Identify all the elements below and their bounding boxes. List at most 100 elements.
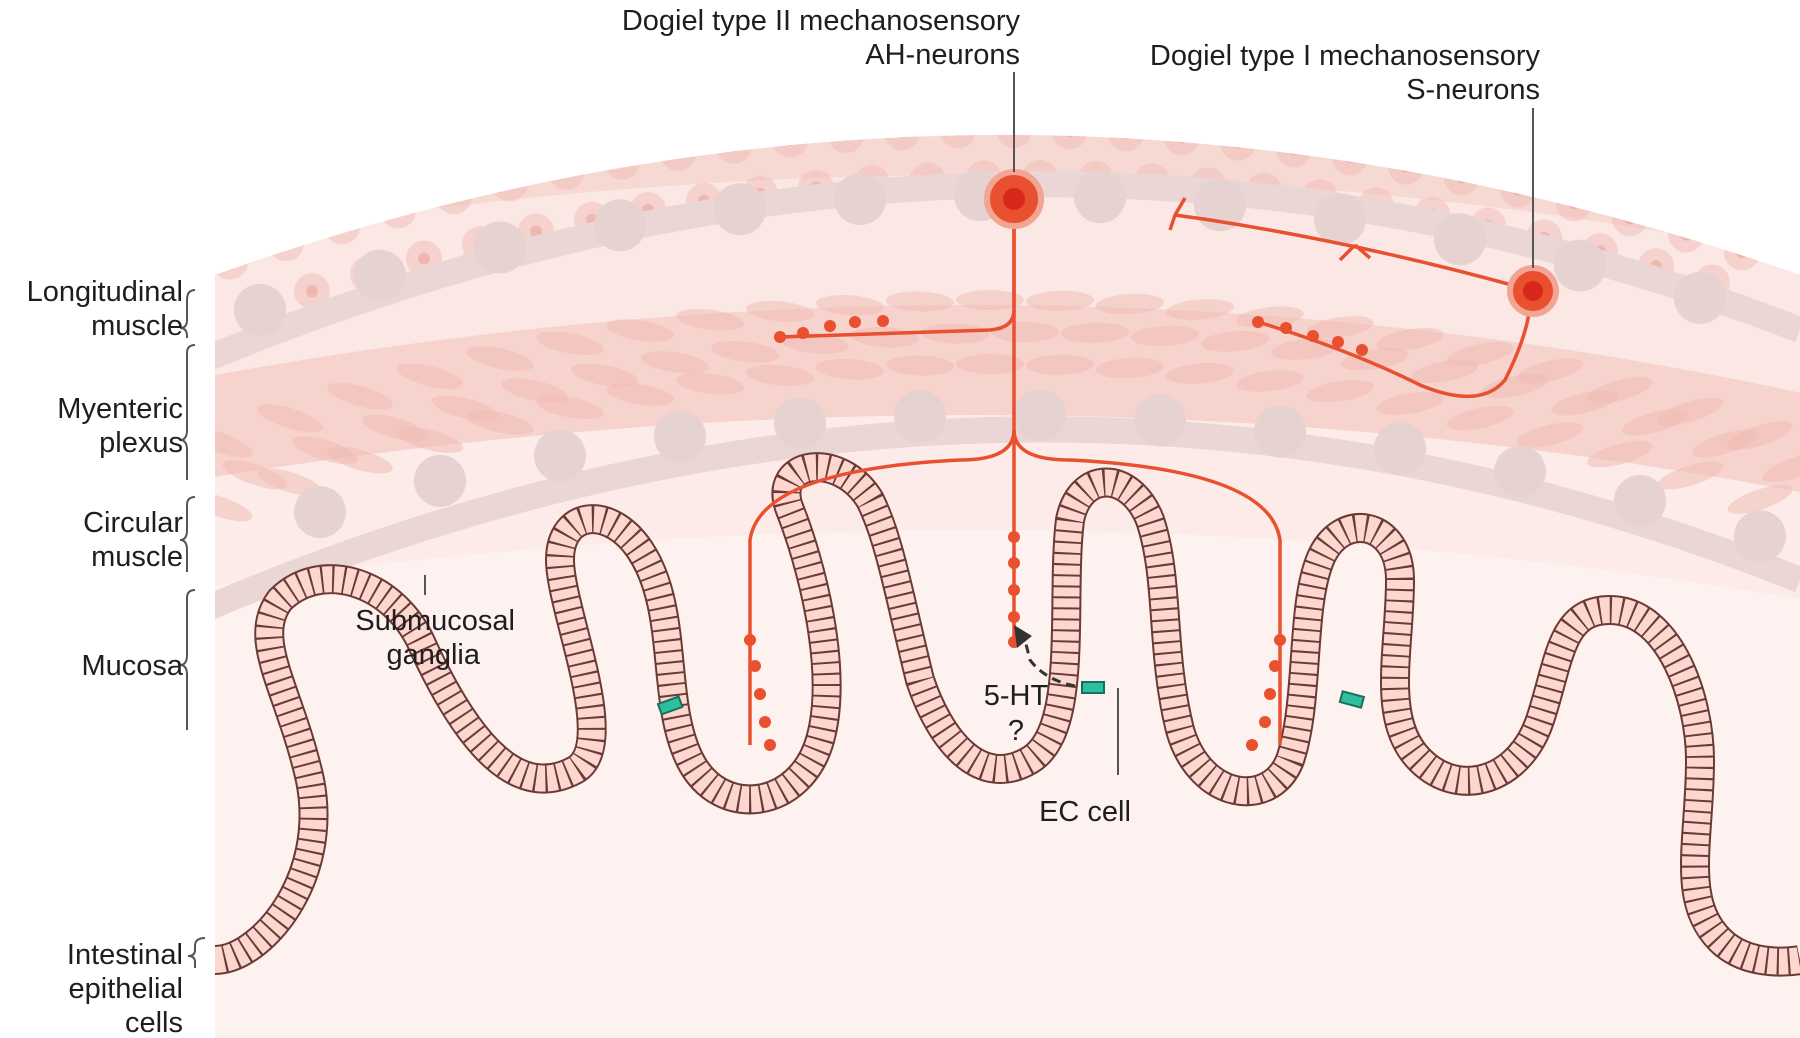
myenteric-ganglion [474, 221, 526, 274]
circular-muscle-cell [746, 300, 814, 322]
circular-muscle-cell [466, 410, 534, 435]
submucosal-ganglion [1494, 445, 1546, 498]
varicosity-dot [824, 320, 836, 332]
circular-muscle-cell [1587, 377, 1653, 404]
longitudinal-muscle-cell [1220, 135, 1256, 161]
muscle-cell-nucleus [1512, 183, 1524, 196]
ah-neurons-label-line2: AH-neurons [865, 39, 1020, 71]
varicosity-dot [1259, 716, 1271, 728]
s-neuron-dendrite-tip [1168, 197, 1187, 231]
muscle-cell-nucleus [1624, 212, 1636, 225]
ec-cell-marker [656, 695, 684, 716]
ah-neuron [748, 200, 1282, 745]
muscle-cell-nucleus [952, 135, 964, 137]
longitudinal-muscle-cell [1108, 135, 1144, 152]
muscle-cell-nucleus [530, 225, 542, 238]
myenteric-ganglion [594, 199, 646, 252]
varicosity-dot [849, 316, 861, 328]
circular-muscle-cell [1201, 331, 1269, 352]
longitudinal-muscle-cell [324, 208, 360, 245]
longitudinal-muscle-cell [215, 243, 248, 280]
muscle-cell-nucleus [1232, 136, 1244, 149]
muscle-cell-nucleus [784, 135, 796, 146]
circular-muscle-cell [816, 359, 884, 380]
myenteric-ganglion [714, 183, 766, 236]
circular-muscle-cell [327, 446, 393, 474]
longitudinal-muscle-cell [1164, 135, 1200, 156]
muscle-cell-nucleus [616, 155, 628, 168]
circular-muscle-cell [711, 340, 779, 363]
varicosity-dot [1008, 557, 1020, 569]
circular-muscle-cell [1096, 293, 1164, 315]
circular-muscle-cell [676, 372, 744, 395]
circular-muscle-cell [1236, 370, 1304, 392]
circular-muscle-cell [1657, 397, 1723, 426]
varicosity-dot [1252, 316, 1264, 328]
submucosal-ganglion [294, 486, 346, 539]
circular-muscle-cell [1587, 441, 1653, 468]
longitudinal-muscle-cell [436, 178, 472, 215]
circular-muscle-cell [746, 364, 814, 386]
submucosal-ganglion [1254, 405, 1306, 458]
epithelial-cells-label-line1: Intestinal [67, 939, 183, 971]
serotonin-arrowhead [1014, 625, 1032, 648]
serotonin-release-arrow [1023, 639, 1076, 688]
muscle-cell-nucleus [306, 285, 318, 298]
ec-cell-marker [1338, 690, 1366, 709]
circular-muscle-cell [921, 323, 989, 344]
varicosity-dot [797, 327, 809, 339]
muscle-cell-nucleus [1568, 197, 1580, 210]
circular-muscle-cell [991, 322, 1059, 343]
circular-muscle-cell [641, 351, 709, 374]
varicosity-dot [1264, 688, 1276, 700]
longitudinal-muscle-cell [268, 225, 304, 262]
longitudinal-muscle-cell [1612, 200, 1648, 237]
submucosal-ganglion [774, 397, 826, 450]
submucosal-ganglion [534, 429, 586, 482]
circular-muscle-cell [1131, 325, 1199, 347]
myenteric-ganglion [1674, 271, 1726, 324]
ah-neurons-label-line1: Dogiel type II mechanosensory [622, 5, 1021, 37]
varicosity-dot [749, 660, 761, 672]
circular-muscle-cell [1166, 299, 1234, 320]
serotonin-label: 5-HT [984, 680, 1049, 712]
ec-cell-label: EC cell [1039, 796, 1131, 828]
myenteric-plexus-label-line2: plexus [99, 427, 183, 459]
s-neuron-varicosities [1252, 316, 1368, 356]
longitudinal-muscle-cell [1332, 139, 1368, 176]
longitudinal-muscle-cell [604, 143, 640, 180]
circular-muscle-cell [1166, 363, 1234, 384]
varicosity-dot [754, 688, 766, 700]
s-neurons-label-line1: Dogiel type I mechanosensory [1150, 40, 1541, 72]
circular-muscle-cell [327, 382, 393, 410]
muscle-cell-nucleus [418, 252, 430, 265]
longitudinal-muscle-cell [716, 135, 752, 164]
circular-muscle-cell [606, 383, 674, 406]
varicosity-dot [1008, 584, 1020, 596]
ec-cell-marker [1081, 681, 1105, 694]
submucosal-ganglia-chain [215, 416, 1800, 632]
circular-muscle-cell [466, 346, 534, 371]
circular-muscle-cell [1516, 358, 1584, 384]
longitudinal-muscle-cell [492, 165, 528, 202]
s-neurons-label-line2: S-neurons [1406, 74, 1540, 106]
muscle-cell-nucleus [1176, 135, 1188, 144]
longitudinal-muscle-cell [884, 135, 920, 151]
circular-muscle-cell [257, 404, 323, 433]
submucosal-ganglia-label-line2: ganglia [386, 639, 480, 671]
serotonin-question-label: ? [1008, 715, 1024, 747]
longitudinal-muscle-label-line1: Longitudinal [27, 276, 183, 308]
circular-muscle-cell [536, 331, 604, 355]
myenteric-ganglion [1554, 239, 1606, 292]
ah-neuron-varicosities [744, 315, 1286, 751]
circular-muscle-cell [1026, 290, 1094, 311]
longitudinal-muscle-cell [772, 135, 808, 158]
s-neuron-spine [1338, 243, 1372, 262]
longitudinal-muscle-cell [1276, 135, 1312, 168]
ah-neuron-branch-mucosal-left [748, 429, 1016, 745]
circular-muscle-cell [257, 468, 323, 497]
myenteric-ganglion [1434, 213, 1486, 266]
submucosal-ganglia-label-line1: Submucosal [355, 605, 515, 637]
muscle-cell-nucleus [392, 204, 404, 217]
